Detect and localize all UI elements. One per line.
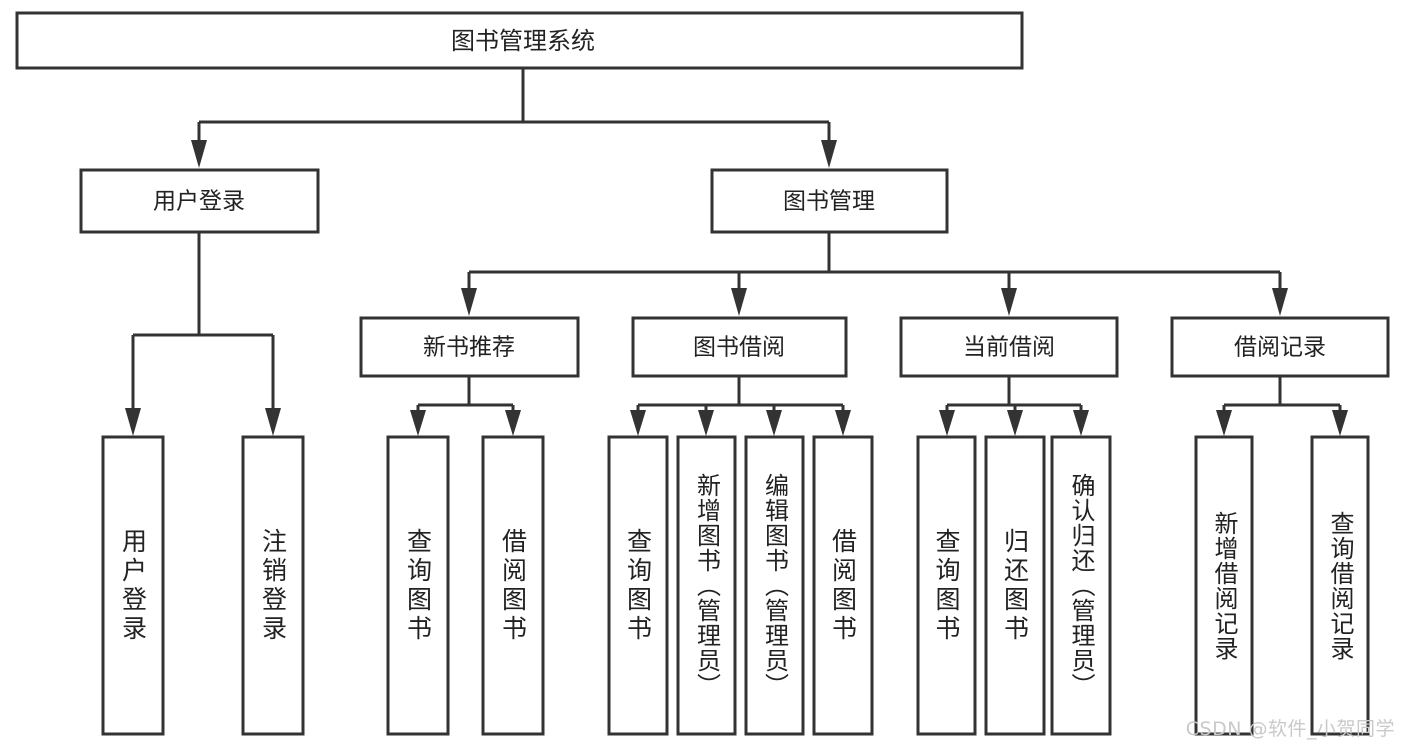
- node-user-login-box[interactable]: [79, 168, 320, 234]
- edges-group: [125, 68, 1348, 436]
- arrow-to-new-book-recommend: [461, 288, 477, 316]
- node-new-book-recommend-label: 新书推荐: [423, 335, 515, 361]
- node-current-borrow-label: 当前借阅: [963, 335, 1055, 361]
- node-borrow-record-label: 借阅记录: [1234, 335, 1326, 361]
- node-root-box[interactable]: [15, 11, 1024, 70]
- arrow-leaf-borrow-book-2: [835, 410, 851, 436]
- node-leaf-borrow-book-1-box[interactable]: [481, 435, 545, 736]
- node-leaf-query-book-3-box[interactable]: [916, 435, 977, 736]
- arrow-leaf-borrow-book-1: [505, 410, 521, 436]
- node-leaf-borrow-book-2-box[interactable]: [812, 435, 874, 736]
- node-root-label: 图书管理系统: [451, 27, 595, 55]
- node-book-borrow[interactable]: 图书借阅: [631, 316, 848, 378]
- watermark-text: CSDN @软件_小贺同学: [1185, 718, 1395, 740]
- node-book-manage-box[interactable]: [710, 168, 949, 234]
- node-book-manage-label: 图书管理: [783, 189, 875, 215]
- node-book-borrow-box[interactable]: [631, 316, 848, 378]
- node-leaf-query-book-2-box[interactable]: [607, 435, 669, 736]
- node-current-borrow-box[interactable]: [899, 316, 1119, 378]
- arrow-leaf-query-book-3: [939, 410, 955, 436]
- node-leaf-user-login-box[interactable]: [101, 435, 165, 736]
- arrow-leaf-user-login: [125, 408, 141, 436]
- node-borrow-record[interactable]: 借阅记录: [1170, 316, 1390, 378]
- node-book-borrow-label: 图书借阅: [693, 335, 785, 361]
- node-leaf-return-book-box[interactable]: [984, 435, 1046, 736]
- node-leaf-user-logout-box[interactable]: [241, 435, 305, 736]
- arrow-leaf-add-record: [1216, 410, 1232, 436]
- arrow-leaf-query-book-2: [630, 410, 646, 436]
- node-new-book-recommend-box[interactable]: [359, 316, 580, 378]
- arrow-to-book-manage: [821, 140, 837, 168]
- node-new-book-recommend[interactable]: 新书推荐: [359, 316, 580, 378]
- arrow-to-user-login: [191, 140, 207, 168]
- arrow-leaf-edit-book: [766, 410, 782, 436]
- node-leaf-edit-book-box[interactable]: [744, 435, 805, 736]
- node-leaf-add-book-box[interactable]: [676, 435, 737, 736]
- arrow-leaf-confirm-return: [1073, 410, 1089, 436]
- node-user-login[interactable]: 用户登录: [79, 168, 320, 234]
- arrow-leaf-query-record: [1332, 410, 1348, 436]
- nodes-group: 图书管理系统 用户登录 图书管理 新书推荐 图书借阅 当前: [15, 11, 1390, 736]
- arrow-leaf-query-book-1: [410, 410, 426, 436]
- node-user-login-label: 用户登录: [153, 189, 245, 215]
- node-leaf-add-record-box[interactable]: [1194, 435, 1254, 736]
- node-leaf-query-record-box[interactable]: [1310, 435, 1370, 736]
- node-current-borrow[interactable]: 当前借阅: [899, 316, 1119, 378]
- arrow-to-current-borrow: [1001, 288, 1017, 316]
- node-root[interactable]: 图书管理系统: [15, 11, 1024, 70]
- arrow-leaf-user-logout: [265, 408, 281, 436]
- arrow-to-borrow-record: [1272, 288, 1288, 316]
- node-leaf-query-book-1-box[interactable]: [386, 435, 450, 736]
- arrow-leaf-add-book: [698, 410, 714, 436]
- arrow-leaf-return-book: [1007, 410, 1023, 436]
- arrow-to-book-borrow: [731, 288, 747, 316]
- node-leaf-confirm-return-box[interactable]: [1050, 435, 1112, 736]
- node-borrow-record-box[interactable]: [1170, 316, 1390, 378]
- node-book-manage[interactable]: 图书管理: [710, 168, 949, 234]
